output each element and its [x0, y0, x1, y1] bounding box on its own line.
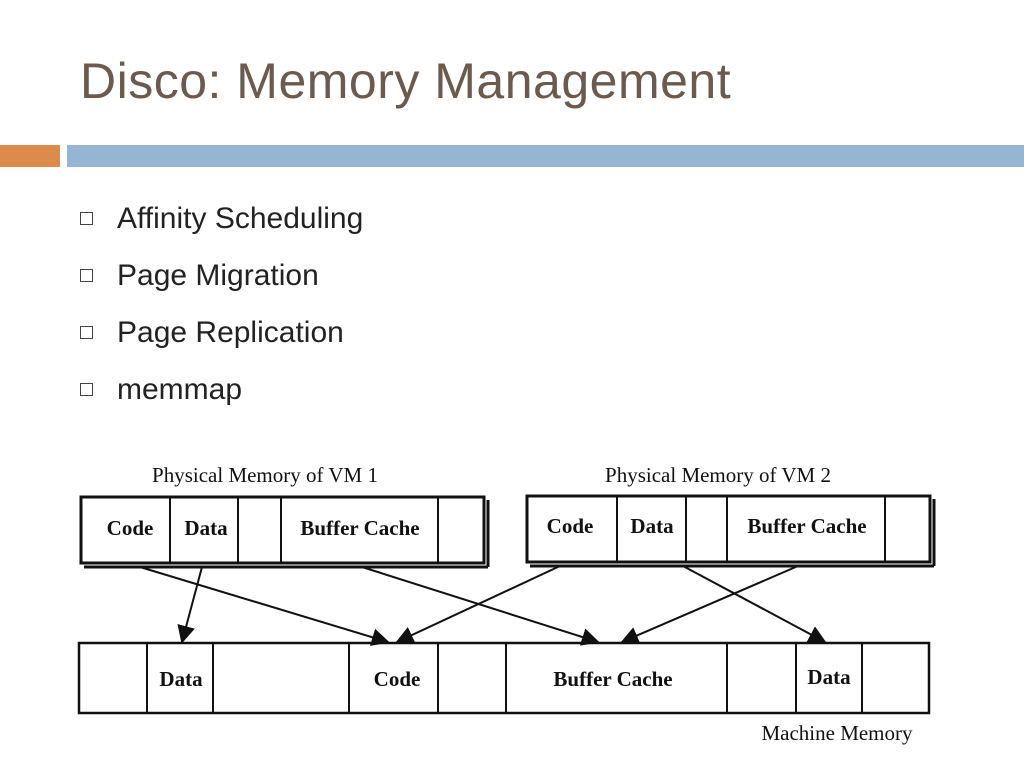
arrow-vm1-code-to-machine-code [139, 566, 390, 646]
vm1-code-cell: Code [107, 516, 154, 540]
machine-buffer-cache-cell: Buffer Cache [553, 667, 672, 691]
machine-memory-label: Machine Memory [761, 721, 913, 745]
vm2-code-cell: Code [547, 514, 594, 538]
vm1-data-cell: Data [184, 516, 228, 540]
accent-bar-blue [67, 145, 1024, 167]
slide-title: Disco: Memory Management [80, 53, 732, 109]
machine-memory-box [77, 641, 931, 715]
bullet-text: Page Migration [117, 258, 319, 292]
arrow-vm1-data-to-machine-data [177, 566, 203, 644]
bullet-text: Page Replication [117, 315, 344, 349]
accent-bar-orange [0, 145, 60, 167]
bullet-item: memmap [80, 361, 363, 418]
bullet-item: Page Migration [80, 247, 363, 304]
vm1-label: Physical Memory of VM 1 [152, 463, 378, 487]
arrow-vm2-code-to-machine-code [395, 565, 561, 644]
vm1-buffer-cache-cell: Buffer Cache [300, 516, 419, 540]
vm1-memory-box [79, 495, 490, 569]
vm2-buffer-cache-cell: Buffer Cache [747, 514, 866, 538]
square-bullet-icon [80, 212, 93, 225]
vm2-memory-box [525, 494, 936, 568]
bullet-item: Affinity Scheduling [80, 190, 363, 247]
vm2-data-cell: Data [630, 514, 674, 538]
bullet-text: Affinity Scheduling [117, 201, 364, 235]
machine-data-cell-1: Data [159, 667, 203, 691]
machine-code-cell: Code [374, 667, 421, 691]
bullet-item: Page Replication [80, 304, 363, 361]
square-bullet-icon [80, 269, 93, 282]
machine-data-cell-2: Data [807, 665, 851, 689]
bullet-list: Affinity Scheduling Page Migration Page … [80, 190, 363, 418]
vm2-label: Physical Memory of VM 2 [605, 463, 831, 487]
arrow-vm2-buffer-to-machine-buffer [620, 565, 799, 644]
square-bullet-icon [80, 326, 93, 339]
arrow-vm2-data-to-machine-data [682, 565, 827, 643]
bullet-text: memmap [117, 372, 243, 406]
arrow-vm1-buffer-to-machine-buffer [361, 566, 600, 646]
square-bullet-icon [80, 383, 93, 396]
